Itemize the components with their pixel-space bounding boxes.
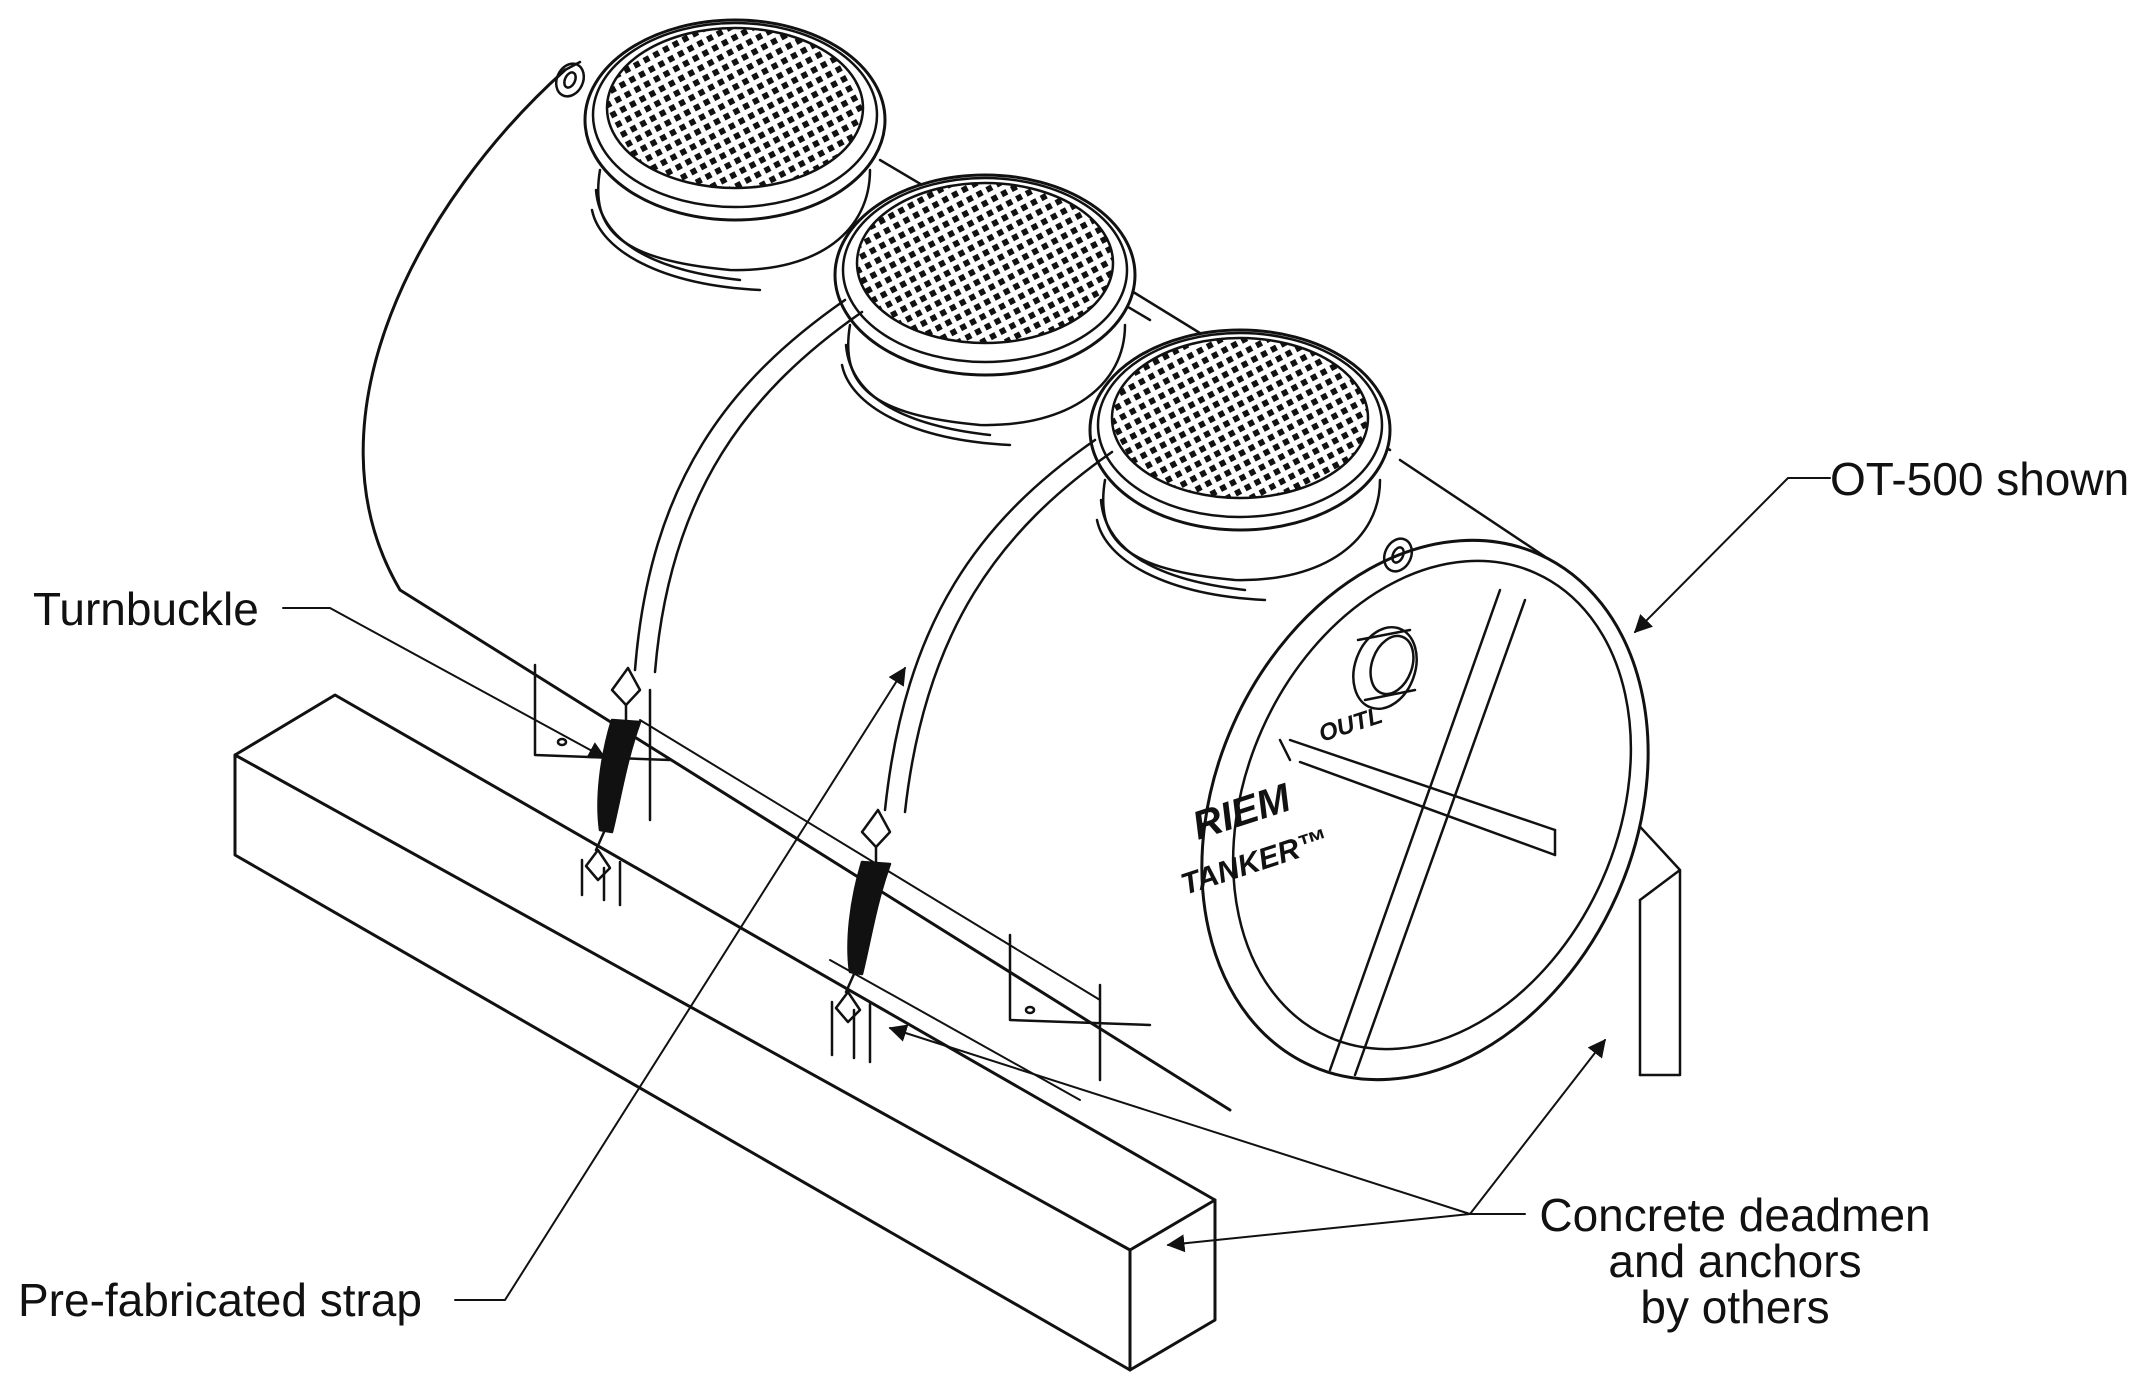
turnbuckle-rear: [580, 666, 642, 907]
label-turnbuckle: Turnbuckle: [33, 583, 259, 635]
leader-turnbuckle: [282, 607, 607, 759]
strap-front: [883, 438, 1114, 814]
anchor-bracket-front: [1008, 933, 1152, 1082]
label-deadmen: Concrete deadmen and anchors by others: [1525, 1192, 1945, 1330]
concrete-deadman-front: [233, 693, 1217, 1372]
lifting-eye-rear: [554, 62, 586, 98]
label-strap: Pre-fabricated strap: [18, 1274, 422, 1326]
manway-riser-2: [833, 173, 1137, 447]
leader-tank-model: [1633, 477, 1831, 634]
strap-rear: [633, 298, 864, 674]
tank-end-opening: RIEM TANKER™ OUTL: [1177, 538, 1650, 1082]
leader-deadmen: [888, 1024, 1606, 1253]
manway-riser-3: [1088, 328, 1392, 602]
label-deadmen-line2: and anchors: [1608, 1235, 1862, 1287]
turnbuckle-front: [830, 808, 892, 1064]
label-deadmen-line1: Concrete deadmen: [1539, 1189, 1931, 1241]
lifting-eye-front: [1382, 537, 1414, 573]
label-deadmen-line3: by others: [1640, 1281, 1830, 1333]
label-tank-model: OT-500 shown: [1830, 453, 2130, 505]
leader-strap: [454, 666, 906, 1301]
manway-riser-1: [583, 18, 887, 292]
